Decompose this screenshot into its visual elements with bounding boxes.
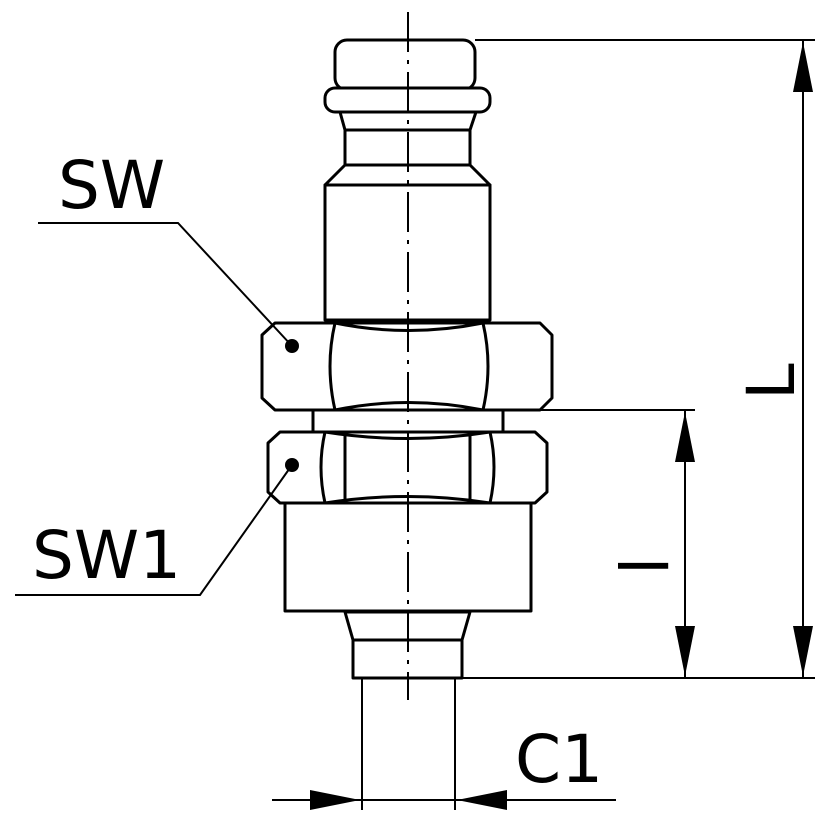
label-c1: C1	[515, 721, 603, 798]
label-sw1: SW1	[32, 517, 181, 594]
dimension-l	[503, 409, 695, 678]
leader-sw1	[15, 458, 299, 596]
label-L: L	[733, 363, 810, 400]
dimension-c1	[272, 678, 616, 810]
label-sw: SW	[58, 147, 165, 224]
label-l: l	[607, 557, 684, 575]
leader-sw	[38, 222, 299, 353]
dimension-L	[462, 39, 815, 679]
